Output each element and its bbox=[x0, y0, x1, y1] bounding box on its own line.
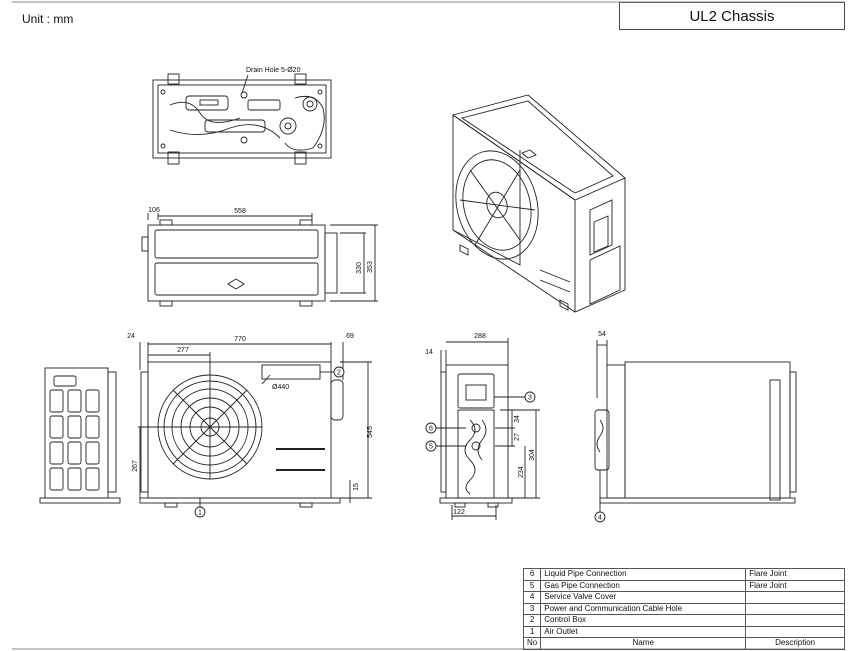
dim-fan-center-y: 267 bbox=[132, 460, 139, 472]
header-description: Description bbox=[745, 637, 845, 650]
table-row: 4 Service Valve Cover bbox=[522, 591, 845, 604]
dim-valve-a: 34 bbox=[514, 415, 521, 423]
row-no: 6 bbox=[522, 568, 542, 581]
dim-valve-high: 304 bbox=[529, 449, 536, 461]
row-no: 1 bbox=[522, 625, 542, 638]
dim-rear-offset: 54 bbox=[598, 331, 606, 338]
marker-4: 4 bbox=[598, 515, 602, 522]
table-header-row: No Name Description bbox=[522, 637, 845, 650]
front-view bbox=[138, 342, 372, 508]
row-description bbox=[745, 625, 845, 638]
row-no: 2 bbox=[522, 614, 542, 627]
unit-label: Unit : mm bbox=[22, 12, 74, 26]
dim-feet-width: 122 bbox=[453, 509, 465, 516]
table-row: 6 Liquid Pipe Connection Flare Joint bbox=[522, 568, 845, 581]
rear-view bbox=[594, 340, 797, 512]
dim-front-right-offset: 69 bbox=[346, 333, 354, 340]
row-description bbox=[745, 591, 845, 604]
marker-1-circle bbox=[194, 506, 206, 518]
table-row: 5 Gas Pipe Connection Flare Joint bbox=[522, 579, 845, 592]
base-plate-view bbox=[152, 73, 332, 165]
marker-2-circle bbox=[333, 366, 345, 378]
dim-side-depth: 288 bbox=[474, 333, 486, 340]
dim-valve-low: 234 bbox=[518, 466, 525, 478]
row-description bbox=[745, 614, 845, 627]
header-name: Name bbox=[540, 637, 747, 650]
dim-front-left-offset: 24 bbox=[127, 333, 135, 340]
header-no: No bbox=[522, 637, 542, 650]
row-name: Control Box bbox=[540, 614, 747, 627]
dim-foot-height: 15 bbox=[353, 483, 360, 491]
row-no: 3 bbox=[522, 602, 542, 615]
dim-top-width: 558 bbox=[234, 208, 246, 215]
dim-top-depth-inner: 330 bbox=[356, 262, 363, 274]
dim-fan-center-x: 277 bbox=[177, 347, 189, 354]
marker-4-circle bbox=[594, 511, 606, 523]
table-row: 2 Control Box bbox=[522, 614, 845, 627]
table-row: 1 Air Outlet bbox=[522, 625, 845, 638]
dim-front-width: 770 bbox=[234, 336, 246, 343]
marker-3: 3 bbox=[528, 395, 532, 402]
isometric-view bbox=[451, 94, 626, 313]
row-name: Air Outlet bbox=[540, 625, 747, 638]
marker-5: 5 bbox=[429, 444, 433, 451]
dim-front-height: 545 bbox=[367, 426, 374, 438]
marker-5-circle bbox=[425, 440, 437, 452]
table-row: 3 Power and Communication Cable Hole bbox=[522, 602, 845, 615]
row-name: Liquid Pipe Connection bbox=[540, 568, 747, 581]
row-description bbox=[745, 602, 845, 615]
chassis-title: UL2 Chassis bbox=[689, 7, 775, 25]
row-name: Gas Pipe Connection bbox=[540, 579, 747, 592]
row-description: Flare Joint bbox=[745, 568, 845, 581]
marker-1: 1 bbox=[198, 510, 202, 517]
row-name: Power and Communication Cable Hole bbox=[540, 602, 747, 615]
row-no: 5 bbox=[522, 579, 542, 592]
marker-3-circle bbox=[524, 391, 536, 403]
dim-side-left-offset: 14 bbox=[425, 349, 433, 356]
dim-valve-b: 27 bbox=[514, 433, 521, 441]
left-side-view bbox=[39, 367, 121, 504]
row-name: Service Valve Cover bbox=[540, 591, 747, 604]
top-view bbox=[141, 213, 378, 307]
right-side-view bbox=[439, 338, 540, 520]
marker-6: 6 bbox=[429, 426, 433, 433]
marker-2: 2 bbox=[337, 370, 341, 377]
parts-table: 6 Liquid Pipe Connection Flare Joint 5 G… bbox=[522, 568, 845, 650]
drain-hole-callout: Drain Hole 5-Ø20 bbox=[246, 67, 301, 74]
row-no: 4 bbox=[522, 591, 542, 604]
row-description: Flare Joint bbox=[745, 579, 845, 592]
marker-6-circle bbox=[425, 422, 437, 434]
fan-diameter-callout: Ø440 bbox=[272, 384, 289, 391]
dim-top-left-offset: 106 bbox=[148, 207, 160, 214]
dim-top-depth-total: 353 bbox=[367, 261, 374, 273]
